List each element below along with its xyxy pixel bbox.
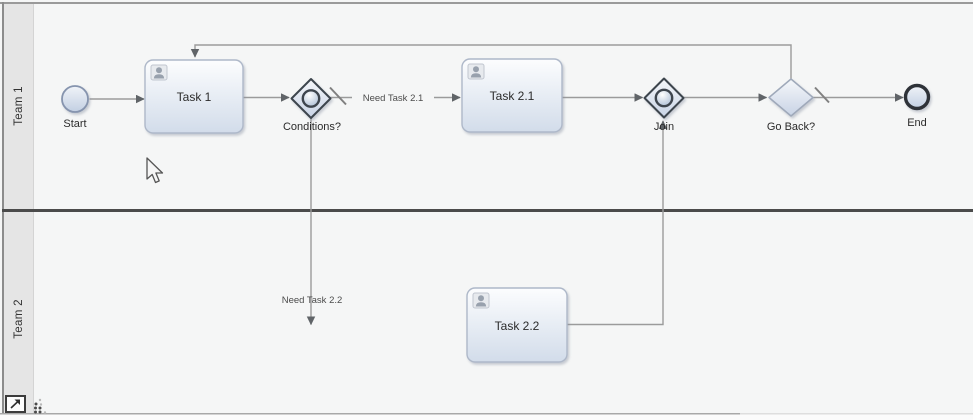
lane-team1-label: Team 1 — [13, 86, 25, 126]
footer-strip — [0, 414, 973, 420]
join-gateway-node[interactable]: Join — [643, 77, 685, 134]
join-gateway-label: Join — [654, 121, 674, 133]
user-icon — [472, 292, 490, 309]
task22-label: Task 2.2 — [495, 319, 540, 333]
task22-node[interactable]: Task 2.2 — [466, 287, 568, 363]
end-event-node[interactable]: End — [903, 83, 931, 130]
canvas-bottom-border — [0, 413, 740, 415]
need-task21-label-backdrop — [352, 90, 434, 104]
flow-task22-to-join[interactable] — [567, 120, 668, 326]
default-flow-marker — [814, 86, 830, 104]
footer-controls — [0, 395, 973, 420]
lane-divider — [2, 209, 973, 212]
flow-goback-to-end[interactable] — [813, 86, 904, 104]
task1-node[interactable]: Task 1 — [144, 59, 244, 134]
task1-label: Task 1 — [177, 90, 212, 104]
flow-goback-loop-to-task1[interactable] — [190, 44, 792, 79]
start-event-label: Start — [63, 118, 86, 130]
flow-labels: Need Task 2.1 Need Task 2.2 — [282, 90, 434, 306]
expand-arrow-icon — [10, 399, 20, 409]
end-event-label: End — [907, 117, 927, 129]
lane-team1-header[interactable] — [4, 4, 33, 209]
lane-team2-header[interactable] — [4, 212, 33, 414]
conditions-gateway-node[interactable]: Conditions? — [283, 78, 341, 133]
lane-team1[interactable]: Team 1 — [4, 4, 33, 209]
task21-node[interactable]: Task 2.1 — [461, 58, 563, 133]
inclusive-gateway-marker-icon — [301, 89, 321, 108]
canvas-bottom-border-faint — [740, 413, 973, 415]
goback-gateway-label: Go Back? — [767, 121, 815, 133]
need-task22-flow-label: Need Task 2.2 — [282, 295, 343, 306]
start-event-node[interactable]: Start — [61, 85, 89, 130]
need-task21-flow-label: Need Task 2.1 — [363, 93, 424, 104]
lane-team2[interactable]: Team 2 — [4, 212, 33, 414]
goback-gateway-node[interactable]: Go Back? — [767, 78, 815, 133]
user-icon — [150, 64, 168, 81]
mouse-cursor — [146, 157, 164, 184]
pool-top-border — [0, 2, 973, 4]
expand-button[interactable] — [5, 395, 26, 413]
lane-team2-label: Team 2 — [13, 299, 25, 339]
user-icon — [467, 63, 485, 80]
pool-left-border — [2, 2, 4, 414]
dot-grip-icon — [34, 398, 47, 414]
default-flow-marker — [329, 86, 347, 106]
conditions-gateway-label: Conditions? — [283, 121, 341, 133]
task21-label: Task 2.1 — [490, 89, 535, 103]
inclusive-gateway-marker-icon — [654, 88, 674, 108]
